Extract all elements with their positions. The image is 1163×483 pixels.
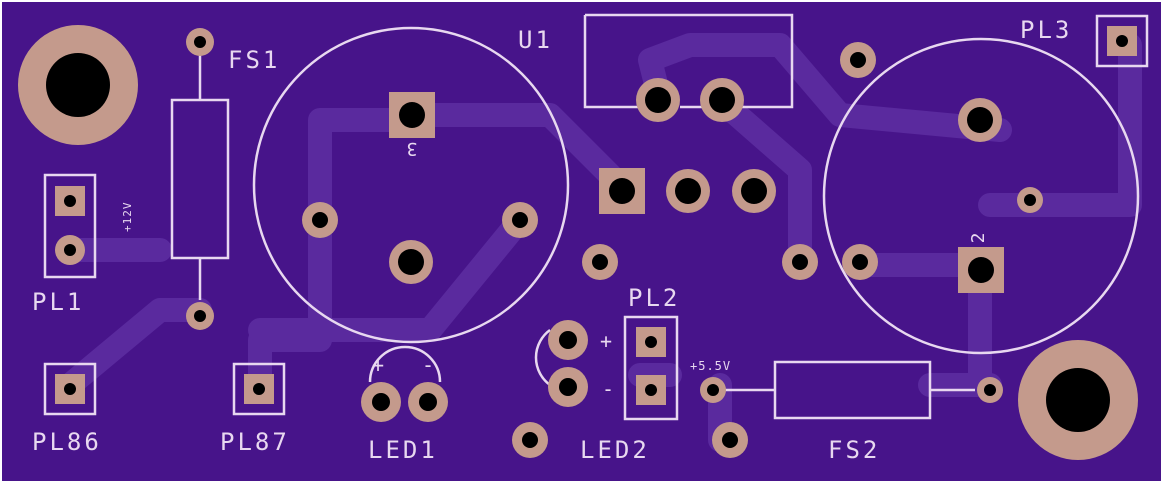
label-pin3: 3 xyxy=(407,138,418,159)
pl2-outline xyxy=(623,315,679,421)
label-v55: +5.5V xyxy=(690,359,731,373)
pads xyxy=(55,26,1137,458)
label-pl87: PL87 xyxy=(220,428,290,456)
relay-outline xyxy=(822,37,1140,355)
pl86-outline xyxy=(43,362,97,416)
label-pl86: PL86 xyxy=(32,428,102,456)
u1-outline xyxy=(252,26,570,344)
label-pl1: PL1 xyxy=(32,288,84,316)
label-pin2: 2 xyxy=(968,233,989,244)
silkscreen-labels: FS1 U1 PL3 PL1 PL86 PL87 LED1 PL2 LED2 F… xyxy=(32,16,1072,464)
mounting-holes xyxy=(18,25,1138,460)
label-led2-plus: + xyxy=(600,329,612,353)
label-led1-plus: + xyxy=(372,353,384,377)
label-pl2: PL2 xyxy=(628,284,680,312)
pl3-outline xyxy=(1095,14,1149,68)
led2-outline xyxy=(534,328,551,387)
label-v12: +12V xyxy=(121,202,134,233)
label-fs2: FS2 xyxy=(828,436,880,464)
regulator-outline xyxy=(585,13,794,109)
pl1-outline xyxy=(43,173,97,279)
label-led2-minus: - xyxy=(602,377,614,401)
label-led1-minus: - xyxy=(422,353,434,377)
silkscreen-outlines xyxy=(43,13,1149,421)
led1-outline xyxy=(368,345,442,383)
label-pl3: PL3 xyxy=(1020,16,1072,44)
label-led1: LED1 xyxy=(368,436,438,464)
label-u1: U1 xyxy=(518,26,553,54)
pl87-outline xyxy=(232,362,286,416)
label-fs1: FS1 xyxy=(228,46,280,74)
label-led2: LED2 xyxy=(580,436,650,464)
